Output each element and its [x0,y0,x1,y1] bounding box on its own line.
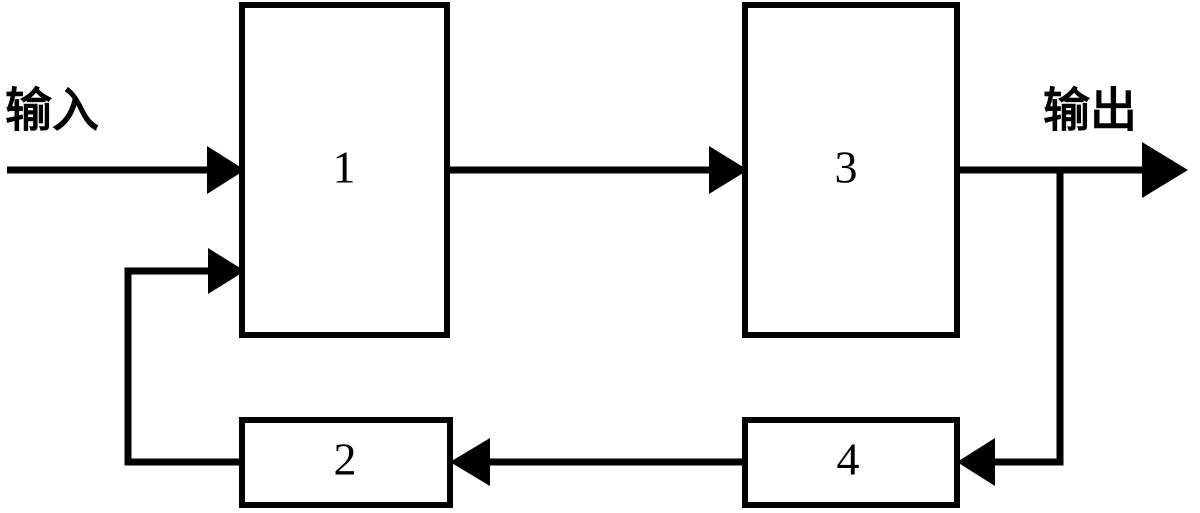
arrowhead-left-icon [957,438,995,486]
arrowhead-right-icon [208,248,245,294]
block-2[interactable]: 2 [239,417,453,508]
connection-block-4-to-block-2 [450,438,745,486]
block-1[interactable]: 1 [239,2,450,338]
block-2-rect[interactable] [239,417,453,508]
arrowhead-right-icon [709,146,748,194]
connection-block-1-to-block-3 [447,146,748,194]
block-4-rect[interactable] [742,417,960,508]
left-feedback-path [124,267,242,466]
block-2-label: 2 [334,434,357,485]
input-label: 输入 [5,84,99,139]
connection-output-to-block-4 [957,170,1064,486]
output-label: 输出 [1043,84,1137,139]
block-4[interactable]: 4 [742,417,960,508]
connection-block-2-to-block-1 [124,248,245,466]
block-1-rect[interactable] [239,2,450,338]
block-3[interactable]: 3 [742,2,960,338]
connection-block-3-to-output [957,142,1188,198]
block-3-label: 3 [835,142,858,193]
arrowhead-left-icon [450,438,490,486]
connection-input-to-block-1 [7,146,245,194]
block-1-label: 1 [333,142,356,193]
right-feedback-path [988,170,1064,466]
arrowhead-right-icon [207,146,245,194]
arrowhead-right-icon [1142,142,1188,198]
block-4-label: 4 [837,434,860,485]
block-3-rect[interactable] [742,2,960,338]
